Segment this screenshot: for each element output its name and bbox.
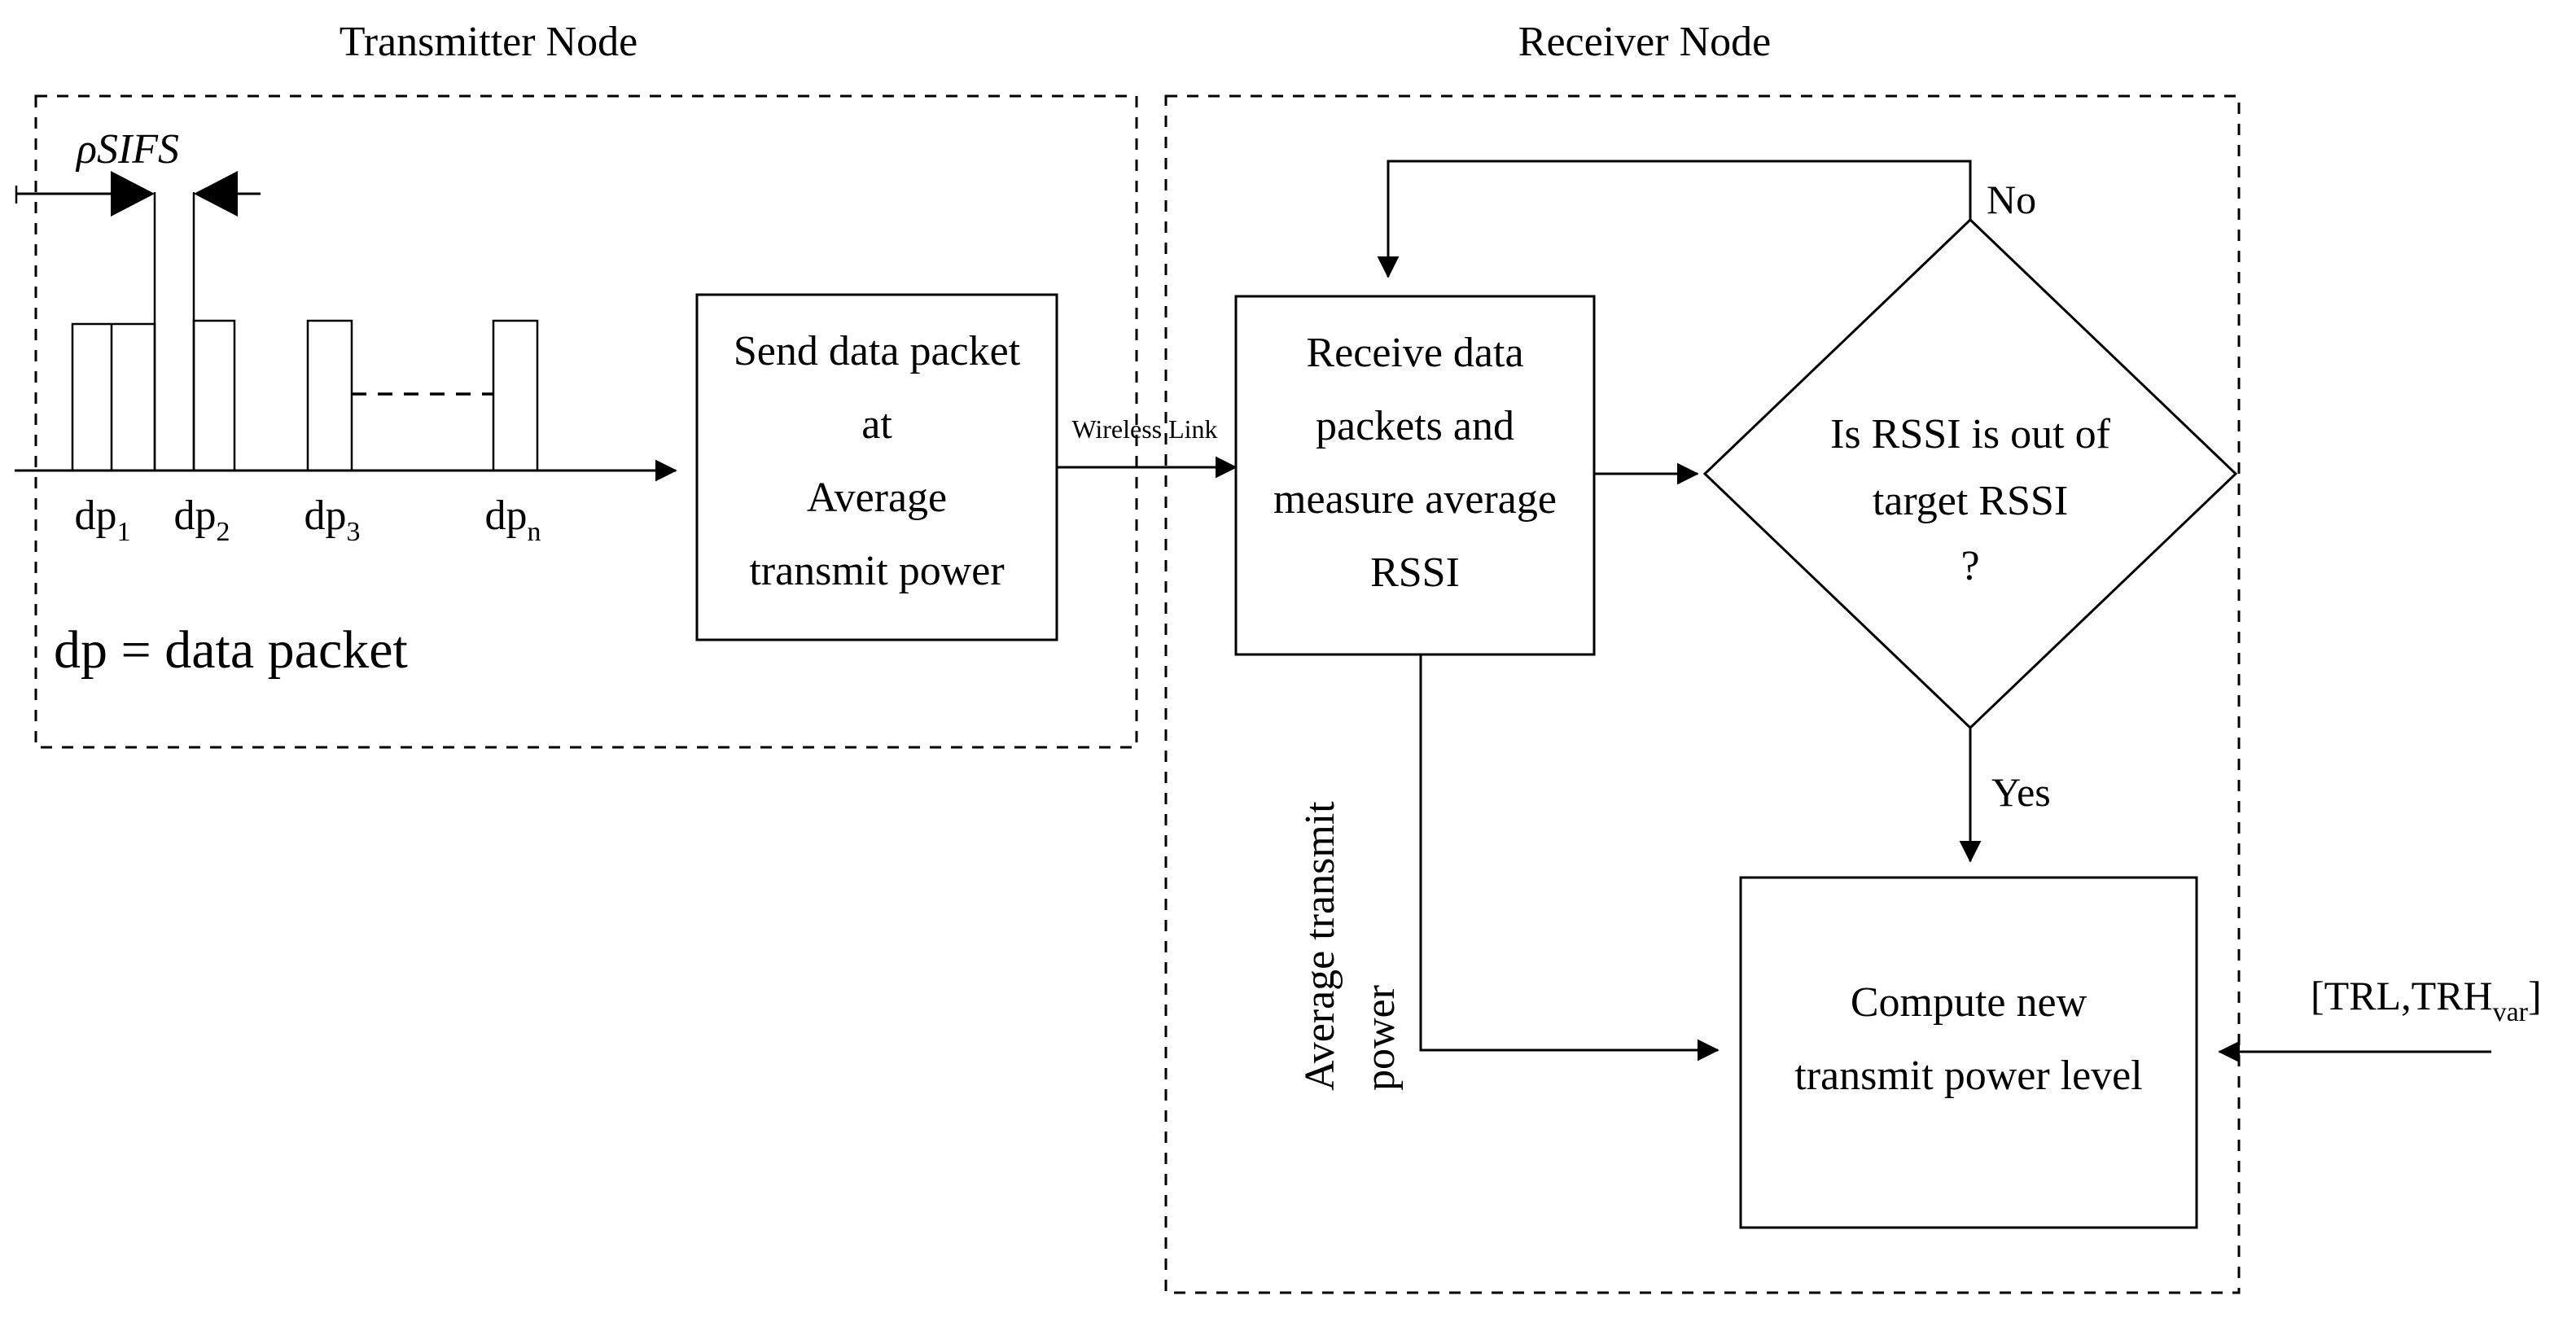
send-box-line-3: Average (807, 475, 947, 521)
legend-dp-definition: dp = data packet (54, 620, 408, 680)
compute-line-2: transmit power level (1794, 1053, 2142, 1099)
send-box-line-2: at (861, 401, 892, 448)
threshold-prefix: [TRL,TRH (2311, 973, 2493, 1018)
decision-line-1: Is RSSI is out of (1830, 411, 2111, 457)
send-box-shape (695, 293, 1058, 641)
sifs-arrow-right-head (194, 171, 238, 217)
dp2-base: dp (174, 492, 217, 539)
svg-text:dp3: dp3 (304, 492, 361, 547)
receive-box-line-1: Receive data (1306, 330, 1523, 376)
wireless-link-label: Wireless Link (1071, 414, 1217, 444)
pulse-dp1 (71, 322, 156, 471)
dpn-sub: n (528, 517, 541, 547)
threshold-subscript: var (2493, 997, 2529, 1027)
receiver-node-title: Receiver Node (1518, 19, 1771, 65)
avg-power-line-2: power (1357, 985, 1404, 1091)
threshold-suffix: ] (2528, 973, 2542, 1018)
compute-box-shape (1739, 876, 2198, 1229)
pulse-dp3 (306, 319, 353, 471)
no-edge-label: No (1987, 177, 2036, 222)
threshold-range-label: [TRL,TRHvar] (2311, 973, 2542, 1027)
dp3-sub: 3 (347, 517, 361, 547)
decision-line-3: ? (1960, 543, 1979, 589)
compute-box-label: Compute new transmit power level (1794, 979, 2142, 1099)
avg-power-feedback-label-2: power (1357, 985, 1404, 1091)
avg-power-feedback-label: Average transmit (1297, 801, 1343, 1091)
pulse-dpn (492, 319, 539, 471)
svg-text:dp1: dp1 (75, 492, 131, 547)
receive-box-label: Receive data packets and measure average… (1273, 330, 1557, 596)
yes-edge-label: Yes (1991, 769, 2051, 815)
decision-line-2: target RSSI (1873, 478, 2068, 524)
receive-box-line-3: measure average (1273, 476, 1557, 523)
svg-text:dp2: dp2 (174, 492, 230, 547)
dpn-label: dpn (485, 492, 541, 547)
avg-power-feedback-path (1419, 654, 1720, 1062)
dpn-base: dp (485, 492, 528, 539)
send-box-line-1: Send data packet (734, 328, 1021, 374)
svg-text:dpn: dpn (485, 492, 541, 547)
receive-box-line-2: packets and (1316, 403, 1514, 449)
transmitter-boundary (34, 94, 1138, 749)
avg-power-line-1: Average transmit (1297, 801, 1343, 1091)
dp3-base: dp (304, 492, 347, 539)
send-box-label: Send data packet at Average transmit pow… (734, 328, 1021, 594)
dp2-sub: 2 (217, 517, 230, 547)
transmitter-node-title: Transmitter Node (340, 19, 637, 65)
decision-diamond-label: Is RSSI is out of target RSSI ? (1830, 411, 2111, 589)
receive-box-line-4: RSSI (1370, 549, 1460, 596)
dp2-label: dp2 (174, 492, 230, 547)
dp1-base: dp (75, 492, 117, 539)
receiver-boundary (1164, 94, 2241, 1294)
dp3-label: dp3 (304, 492, 361, 547)
compute-line-1: Compute new (1851, 979, 2088, 1026)
pulse-dp2 (192, 319, 236, 471)
no-feedback-path (1377, 160, 1972, 278)
dp1-label: dp1 (75, 492, 131, 547)
sifs-arrow-left-head (111, 171, 155, 217)
receive-box-shape (1234, 295, 1596, 656)
send-box-line-4: transmit power (749, 548, 1004, 594)
sifs-label: ρSIFS (75, 126, 179, 173)
dp1-sub: 1 (117, 517, 131, 547)
